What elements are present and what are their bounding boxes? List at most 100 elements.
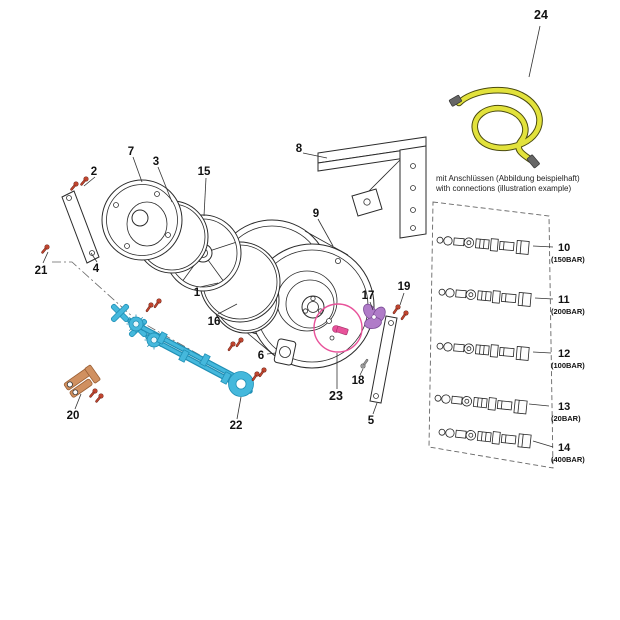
- part-label-15: 15: [198, 166, 211, 178]
- bracket-foot-hole: [363, 198, 371, 206]
- bracket-side-plate: [399, 145, 427, 239]
- support-arm-left: [61, 190, 100, 264]
- screw-part19-a: [391, 303, 402, 316]
- swivel-fitting-23: [313, 303, 363, 353]
- screw-roller-a2: [152, 297, 163, 310]
- shaft-collar: [178, 349, 190, 363]
- screw-part2-a: [68, 180, 80, 193]
- end-cap-7: [101, 179, 183, 261]
- screw-part21: [39, 243, 51, 256]
- leader-22: [236, 396, 242, 420]
- leader-20: [74, 393, 82, 410]
- part-label-17: 17: [362, 290, 375, 302]
- fitting-drawing-100bar: [435, 338, 530, 361]
- connection-variants-panel: mit Anschlüssen (Abbildung beispielhaft)…: [428, 174, 585, 469]
- support-arm-right: [369, 315, 398, 404]
- screw-roller-b2: [234, 336, 245, 349]
- mounting-bracket: [317, 136, 427, 239]
- leader-17: [369, 301, 374, 311]
- leader-18: [359, 368, 364, 376]
- leader-9: [317, 218, 334, 247]
- hose-connector-bottom: [526, 154, 540, 169]
- highlight-circle: [313, 303, 363, 353]
- bracket-bolt-holes: [410, 163, 416, 231]
- cap-hub: [131, 209, 149, 227]
- fitting-row-10: 10 (150BAR): [435, 232, 585, 264]
- part-label-3: 3: [153, 156, 159, 168]
- shaft-collar: [156, 331, 168, 345]
- part-label-14: 14: [558, 442, 571, 454]
- part-label-10: 10: [558, 242, 570, 254]
- fitting-row-14: 14 (400BAR): [437, 424, 585, 464]
- panel-note-line1: mit Anschlüssen (Abbildung beispielhaft): [436, 174, 580, 183]
- leader-7: [132, 156, 143, 183]
- part-label-12: 12: [558, 348, 570, 360]
- hose-connector-top: [448, 94, 462, 107]
- part-label-24: 24: [534, 8, 548, 22]
- part-label-20: 20: [67, 410, 80, 422]
- leader-24: [528, 25, 541, 78]
- screw-part20-b: [93, 392, 105, 405]
- part-label-1: 1: [194, 287, 201, 299]
- leader-4: [90, 252, 98, 263]
- panel-border: [428, 201, 554, 469]
- screw-roller-a1: [144, 301, 155, 314]
- roller-bracket-a: [109, 302, 131, 324]
- screw-part2-b: [78, 175, 90, 188]
- part-label-8: 8: [296, 143, 303, 155]
- part-label-21: 21: [35, 265, 48, 277]
- leader-21: [42, 251, 49, 264]
- part-label-4: 4: [93, 263, 100, 275]
- screw-roller-b1: [226, 340, 237, 353]
- clamp-bracket-20: [63, 364, 105, 405]
- part-label-9: 9: [313, 208, 319, 220]
- part-label-22: 22: [230, 420, 243, 432]
- cover-plate-6: [273, 338, 297, 366]
- leader-lines: [42, 25, 541, 420]
- leader-2: [83, 176, 96, 187]
- part-label-5: 5: [368, 415, 375, 427]
- screw-part19-b: [399, 309, 410, 322]
- fitting-drawing-200bar: [437, 284, 532, 307]
- part-label-18: 18: [352, 375, 365, 387]
- screw-roller-c2: [257, 366, 268, 379]
- screw-part20-a: [87, 387, 99, 400]
- rating-200bar: (200BAR): [551, 307, 585, 316]
- leader-19: [399, 292, 405, 306]
- swivel-part-17: [363, 303, 386, 330]
- leader-5: [372, 402, 378, 415]
- part-label-6: 6: [258, 350, 264, 362]
- rating-20bar: (20BAR): [551, 414, 581, 423]
- leader-3: [157, 166, 173, 203]
- part-label-16: 16: [208, 316, 221, 328]
- shaft-collar: [220, 371, 232, 385]
- rating-400bar: (400BAR): [551, 455, 585, 464]
- fitting-drawing-20bar: [433, 390, 528, 415]
- part-labels: 7 2 3 15 8 9 21 4 1 16 6 17 19 18 23 5 2…: [35, 8, 548, 432]
- shaft-gear-a: [126, 314, 146, 334]
- fitting-drawing-400bar: [437, 424, 532, 449]
- leader-1: [199, 282, 219, 288]
- cap-rim-holes: [113, 191, 171, 249]
- roller-assembly-22: [109, 302, 254, 397]
- shaft-collar: [199, 353, 211, 367]
- leader-16: [217, 303, 238, 315]
- hose-coil: [456, 87, 542, 163]
- part-label-2: 2: [91, 166, 97, 178]
- leader-6: [266, 352, 277, 355]
- fitting-row-12: 12 (100BAR): [435, 338, 585, 370]
- leader-15: [203, 177, 207, 217]
- part-label-23: 23: [329, 389, 343, 403]
- fitting-row-11: 11 (200BAR): [437, 284, 585, 316]
- fitting-drawing-150bar: [435, 232, 530, 255]
- fitting-row-13: 13 (20BAR): [433, 390, 581, 423]
- screw-roller-c1: [250, 370, 261, 383]
- part-label-11: 11: [558, 294, 570, 306]
- rating-100bar: (100BAR): [551, 361, 585, 370]
- part-label-7: 7: [128, 146, 134, 158]
- rating-150bar: (150BAR): [551, 255, 585, 264]
- panel-note-line2: with connections (illustration example): [435, 184, 572, 193]
- screw-part18: [359, 357, 370, 370]
